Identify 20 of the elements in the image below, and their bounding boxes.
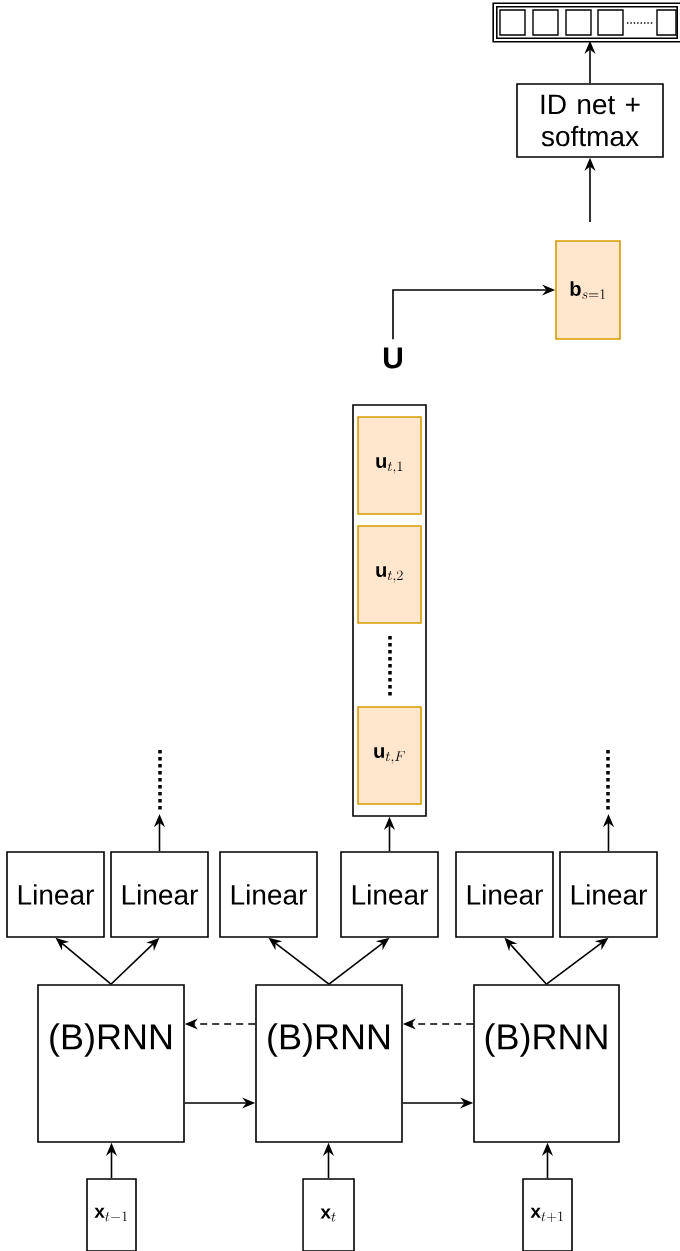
input-box: $\mathbf{x}_{t}$: [302, 1178, 355, 1251]
output-vector: [492, 2, 680, 43]
rnn-box: (B)RNN: [473, 984, 620, 1143]
process-box: Linear: [340, 851, 439, 938]
process-box: Linear: [455, 851, 554, 938]
process-box: Linear: [110, 851, 209, 938]
process-box: Linear: [559, 851, 658, 938]
rnn-box: (B)RNN: [255, 984, 403, 1143]
vector-box: $\mathbf{u}_{t,1}$: [357, 416, 422, 515]
input-box: $\mathbf{x}_{t+1}$: [522, 1178, 573, 1251]
input-box: $\mathbf{x}_{t-1}$: [86, 1178, 137, 1251]
vector-box: $\mathbf{u}_{t,F}$: [357, 706, 422, 805]
vector-box: $\mathbf{u}_{t,2}$: [357, 525, 422, 624]
process-box: Linear: [219, 851, 318, 938]
container-box: [352, 404, 427, 817]
process-box: Linear: [6, 851, 105, 938]
vector-box: $\mathbf{b}_{s=1}$: [555, 240, 621, 340]
rnn-box: (B)RNN: [37, 984, 185, 1143]
process-box: ID net + softmax: [516, 83, 664, 158]
matrix-label: $\mathbf{U}$: [383, 347, 402, 369]
